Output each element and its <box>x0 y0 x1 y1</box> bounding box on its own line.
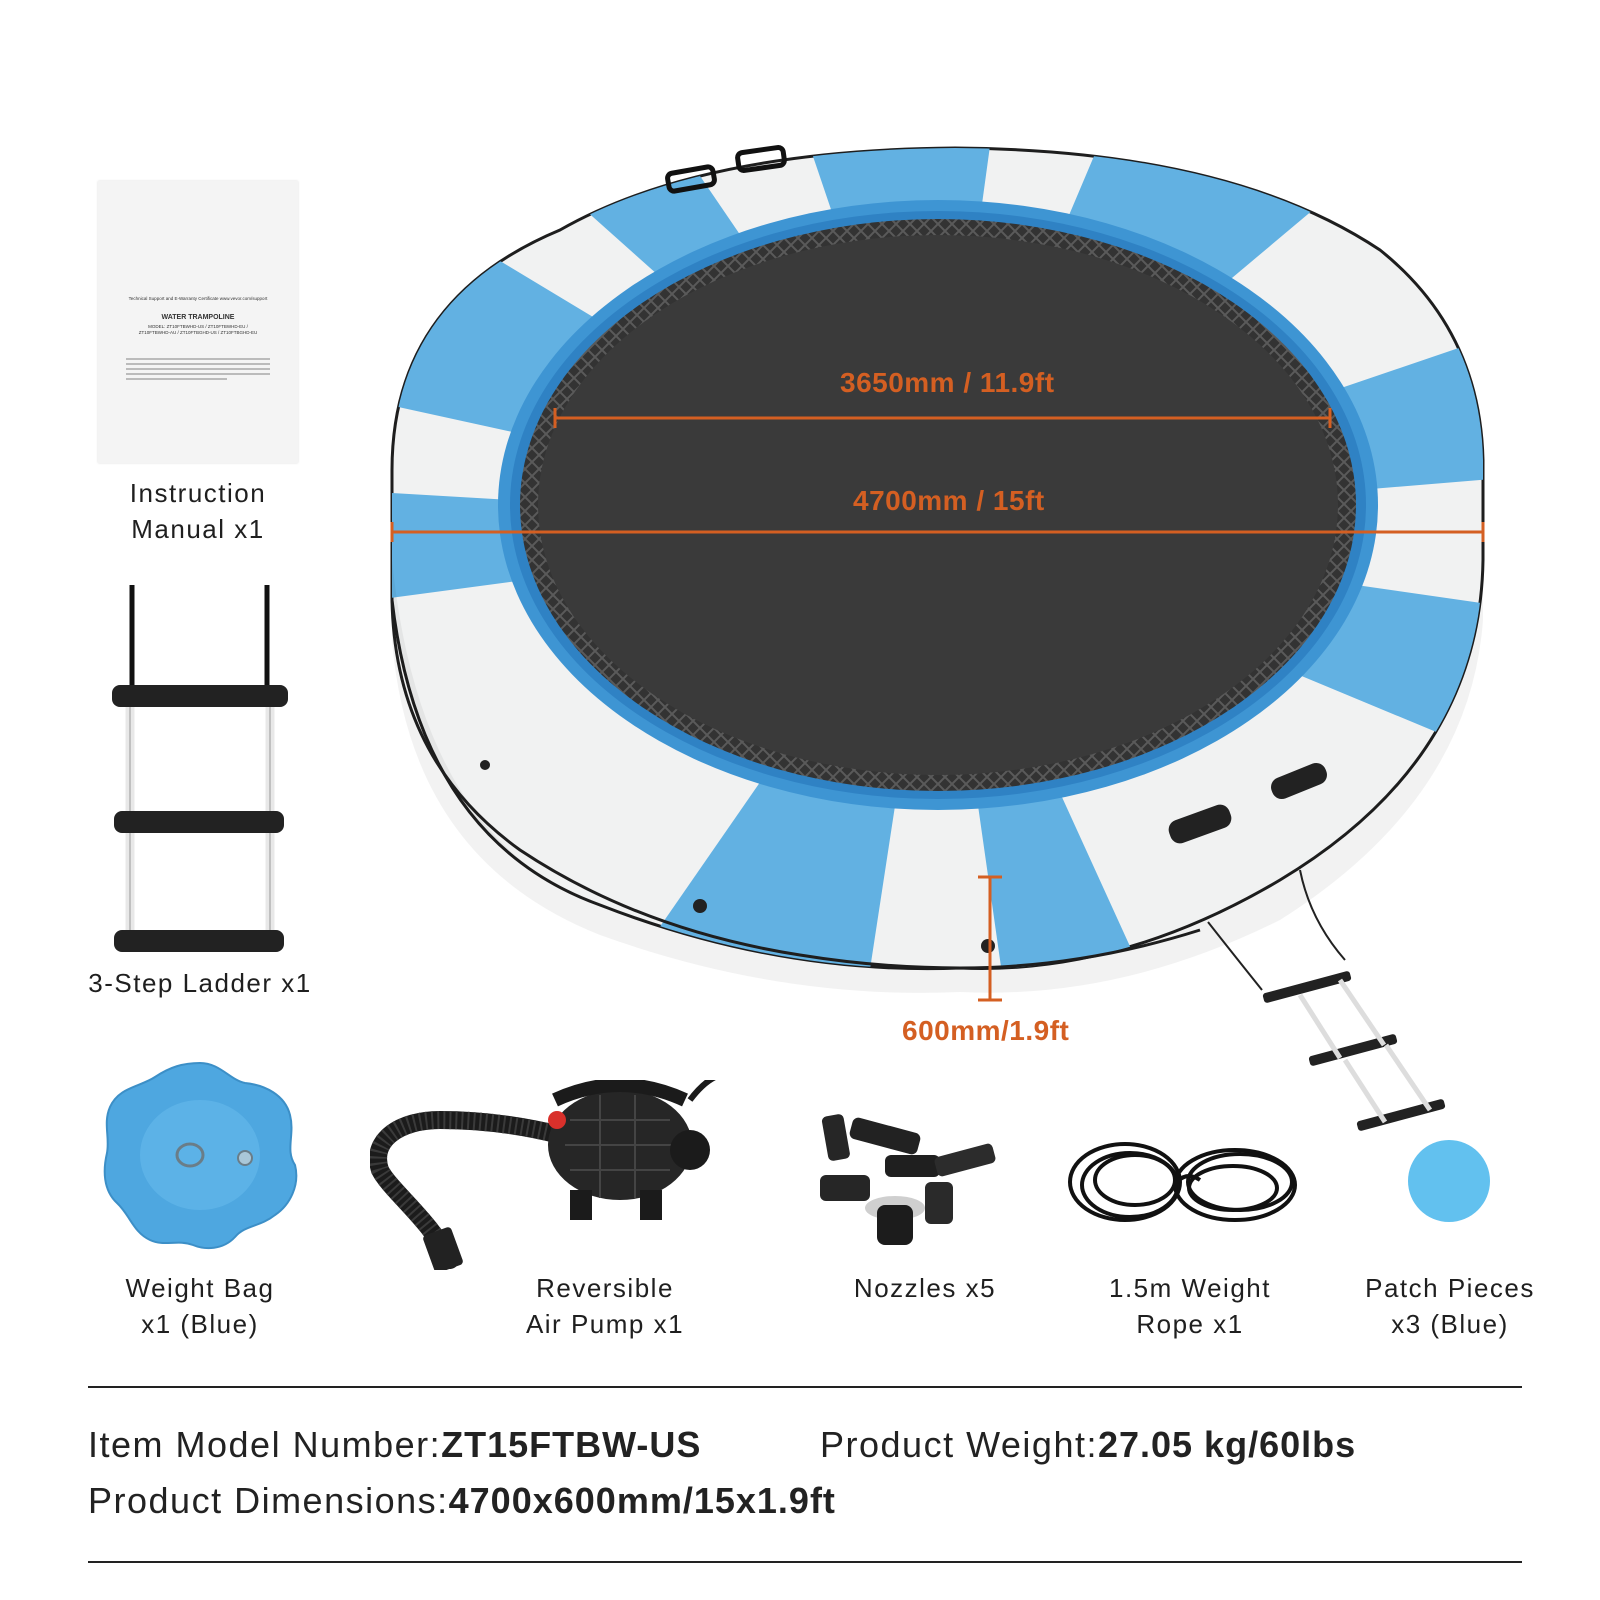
inner-diameter-label: 3650mm / 11.9ft <box>840 367 1055 398</box>
rope-image <box>1068 1142 1297 1222</box>
instruction-manual-image: Technical Support and E-Warranty Certifi… <box>98 181 298 463</box>
item-label-rope: 1.5m Weight Rope x1 <box>1109 1273 1271 1339</box>
manual-header-line: Technical Support and E-Warranty Certifi… <box>128 296 268 301</box>
item-label-manual: Instruction Manual x1 <box>129 478 267 544</box>
manual-model-line-2: ZT10FTBWHD-AU / ZT10FTBGHD-US / ZT10FTBG… <box>138 330 258 335</box>
inner-diameter-line <box>553 408 1332 428</box>
spec-dimensions: Product Dimensions:4700x600mm/15x1.9ft <box>88 1480 836 1521</box>
height-label: 600mm/1.9ft <box>902 1015 1070 1046</box>
ladder-image <box>112 585 288 952</box>
height-line <box>978 875 1002 1002</box>
spec-model: Item Model Number:ZT15FTBW-US <box>88 1424 702 1465</box>
item-label-ladder: 3-Step Ladder x1 <box>88 968 312 998</box>
outer-diameter-label: 4700mm / 15ft <box>853 485 1045 516</box>
manual-model-line-1: MODEL: ZT10FTBWHD-US / ZT10FTBWHD-EU / <box>148 324 248 329</box>
item-label-patch: Patch Pieces x3 (Blue) <box>1365 1273 1535 1339</box>
top-divider <box>88 1386 1522 1388</box>
item-label-weight-bag: Weight Bag x1 (Blue) <box>125 1273 275 1339</box>
manual-title: WATER TRAMPOLINE <box>161 314 235 321</box>
weight-bag-image <box>103 1061 298 1250</box>
spec-weight: Product Weight:27.05 kg/60lbs <box>820 1424 1357 1465</box>
bottom-divider <box>88 1561 1522 1563</box>
outer-diameter-line <box>390 522 1485 542</box>
air-pump-image <box>370 1080 716 1270</box>
item-label-nozzles: Nozzles x5 <box>853 1273 997 1303</box>
nozzles-image <box>820 1114 996 1245</box>
item-label-air-pump: Reversible Air Pump x1 <box>525 1273 685 1339</box>
patch-piece-image <box>1408 1140 1490 1222</box>
